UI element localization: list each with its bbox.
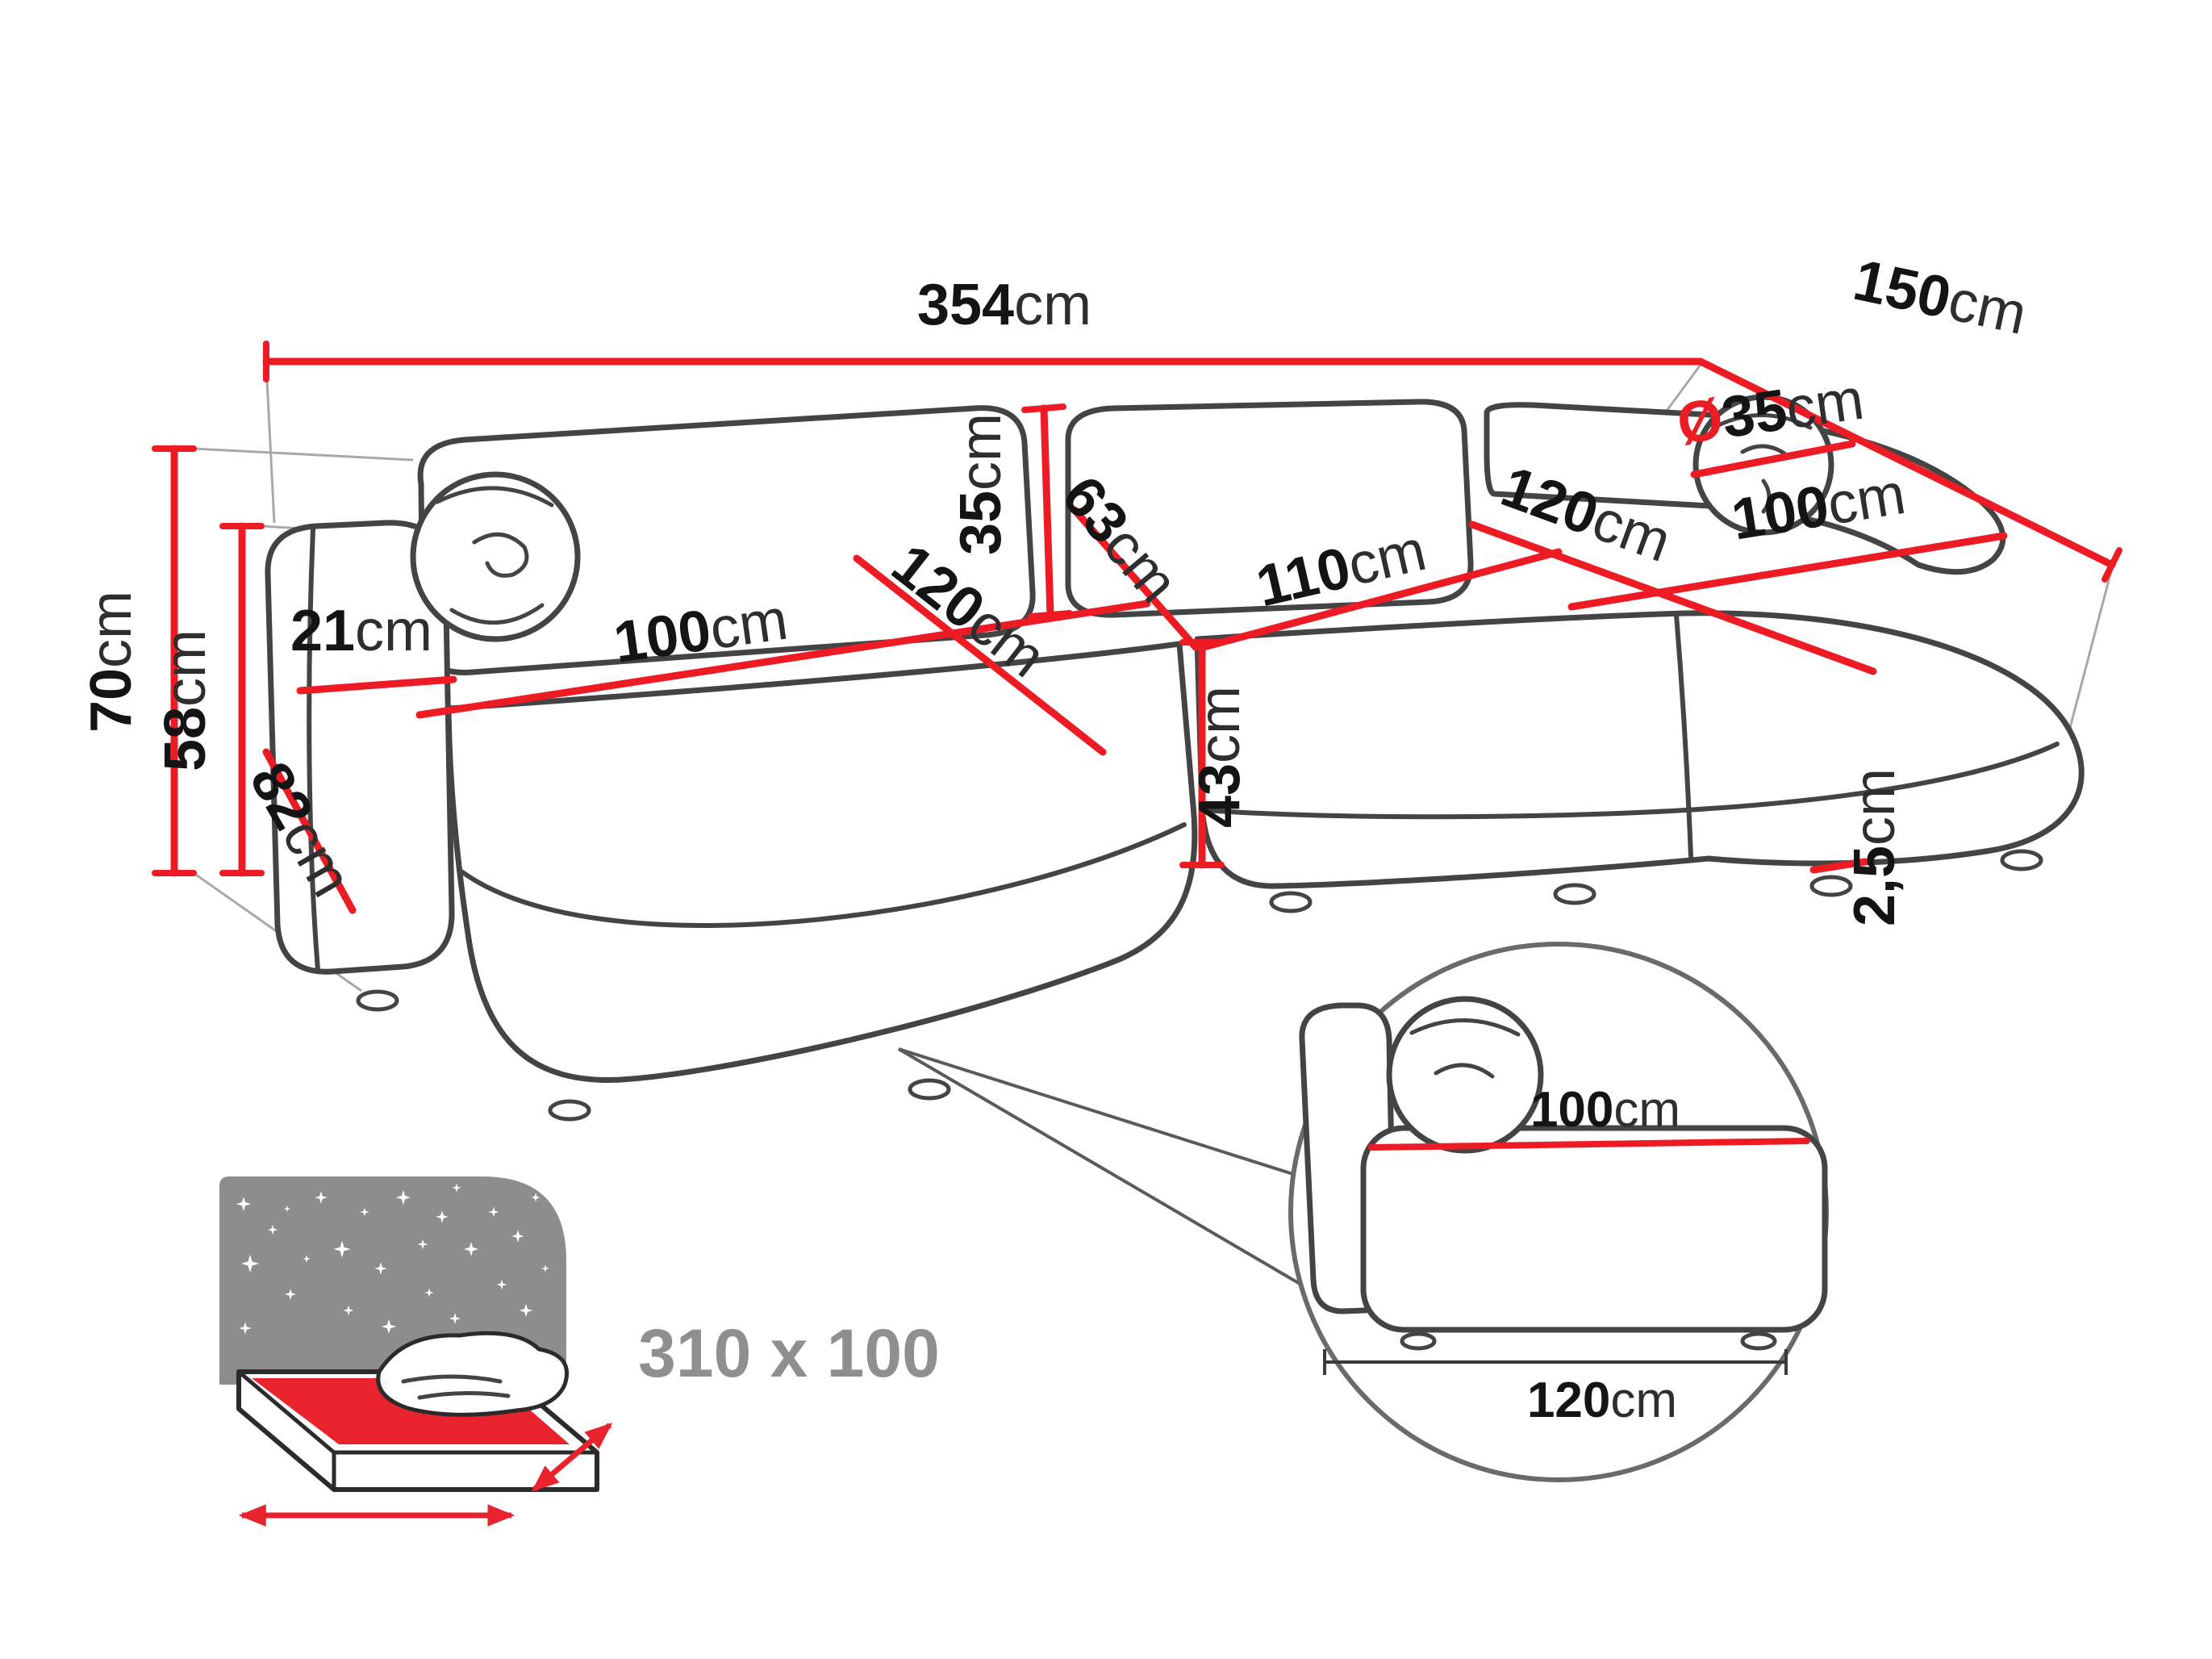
dim-leg-height-line bbox=[1809, 858, 1869, 874]
dim-backrest-height-label: 58cm bbox=[153, 629, 218, 771]
dim-backrest-height: 58cm bbox=[153, 522, 265, 877]
dim-backrest-depth-line bbox=[1071, 506, 1200, 651]
dim-total-height-label: 70cm bbox=[79, 591, 144, 733]
dim-armrest-width-label: 21cm bbox=[290, 599, 432, 663]
dim-detail-module-width-label: 100cm bbox=[1530, 1082, 1680, 1138]
dim-chaise-width-line bbox=[1567, 532, 2008, 611]
sofa-leg bbox=[548, 1099, 591, 1122]
connector-line bbox=[897, 1047, 1336, 1306]
dim-back-cushion-height-label: 35cm bbox=[949, 413, 1013, 555]
dim-pillow-diameter: Ø35cm bbox=[1673, 366, 1868, 478]
sofa-leg bbox=[1269, 891, 1313, 913]
dim-seat-depth: 100cm bbox=[415, 587, 1151, 719]
dim-overall-depth-label: 150cm bbox=[1848, 248, 2032, 347]
detail-seat bbox=[1360, 1125, 1828, 1333]
chaise-front-seam bbox=[1201, 742, 2060, 820]
dim-seat-height-label: 43cm bbox=[1187, 686, 1252, 828]
chaise-section bbox=[1194, 610, 2085, 889]
dim-back-cushion-height-line bbox=[1040, 404, 1054, 619]
detail-leg bbox=[1400, 1331, 1437, 1351]
dim-armrest-width-line bbox=[296, 675, 457, 695]
detail-leg bbox=[1740, 1331, 1777, 1351]
dim-pillow-diameter-line bbox=[1690, 440, 1856, 478]
seat-left bbox=[445, 641, 1198, 1083]
sofa-leg bbox=[356, 989, 399, 1012]
dim-detail-module-length: 120cm bbox=[1323, 1349, 1788, 1428]
dim-overall-width: 354cm bbox=[262, 273, 1705, 382]
sofa-leg bbox=[908, 1078, 951, 1101]
dim-detail-module-width: 100cm bbox=[1368, 1082, 1810, 1151]
dim-detail-module-width-line bbox=[1368, 1138, 1810, 1151]
dim-overall-width-label: 354cm bbox=[917, 273, 1091, 337]
dim-chaise-length-line bbox=[1468, 520, 1877, 675]
dim-overall-depth-line bbox=[1697, 357, 2116, 569]
sleeping-function: 310 x 100 bbox=[219, 1176, 940, 1527]
bolster-pillow-left bbox=[410, 471, 581, 642]
dim-chaise-width-label: 100cm bbox=[1727, 462, 1909, 553]
dim-detail-module-length-label: 120cm bbox=[1527, 1373, 1677, 1428]
dim-leg-height: 2,5cm bbox=[1809, 768, 1907, 926]
detail-inset bbox=[897, 942, 1829, 1482]
dim-seat-width-left-line bbox=[853, 554, 1107, 756]
sleeping-size-label: 310 x 100 bbox=[638, 1315, 940, 1391]
dim-seat-height: 43cm bbox=[1179, 638, 1252, 869]
dim-pillow-diameter-label: Ø35cm bbox=[1673, 366, 1868, 457]
dim-armrest-width: 21cm bbox=[290, 599, 457, 695]
connector-line bbox=[898, 1047, 1296, 1176]
sofa-leg bbox=[1809, 875, 1853, 897]
dim-seat-depth-line bbox=[415, 600, 1151, 719]
seat-front-seam bbox=[459, 822, 1187, 928]
bolster-pillow-right bbox=[1692, 394, 1834, 536]
dim-leg-height-label: 2,5cm bbox=[1843, 768, 1907, 926]
dim-back-cushion-height: 35cm bbox=[949, 403, 1073, 620]
sofa-legs bbox=[356, 849, 2043, 1122]
detail-bolster-pillow bbox=[1386, 996, 1544, 1154]
dim-armrest-depth-line bbox=[262, 748, 357, 914]
depth-arrow bbox=[531, 1423, 613, 1492]
dim-overall-depth: 150cm bbox=[1697, 248, 2122, 583]
dim-chaise-width: 100cm bbox=[1567, 462, 2008, 611]
sofa-leg bbox=[1553, 883, 1596, 905]
dimension-annotations: 354cm 150cm 70cm 58cm 21cm 82cm bbox=[79, 248, 2122, 1428]
bed-duvet bbox=[376, 1331, 570, 1417]
dim-seat-depth-label: 100cm bbox=[610, 587, 791, 675]
armrest-seam bbox=[307, 527, 320, 972]
sofa-leg bbox=[2000, 849, 2043, 871]
dim-seat-width-middle-line bbox=[1200, 548, 1563, 651]
module-gap-seam bbox=[1674, 612, 1693, 859]
dim-total-height: 70cm bbox=[79, 445, 197, 877]
